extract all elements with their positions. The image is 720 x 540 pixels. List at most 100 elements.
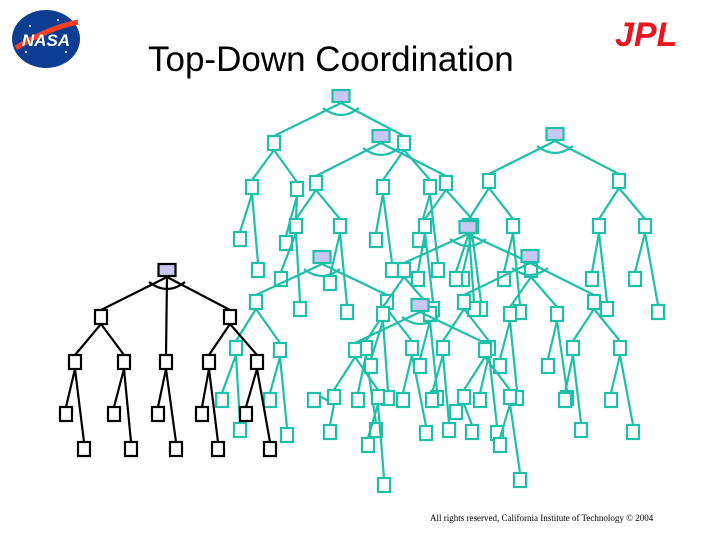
tree-node — [244, 178, 260, 196]
tree-edge — [235, 308, 257, 342]
tree-node — [418, 424, 434, 442]
tree-node — [375, 178, 391, 196]
tree-node — [194, 405, 210, 423]
tree-node — [289, 180, 305, 198]
tree-node — [612, 339, 628, 357]
tree-node — [549, 305, 565, 323]
tree-node — [502, 388, 518, 406]
tree-edge — [424, 189, 447, 220]
tree-edge — [333, 356, 356, 391]
tree-edge — [315, 142, 382, 177]
tree-edge — [508, 320, 519, 392]
tree-node — [248, 293, 264, 311]
tree-edge — [376, 403, 386, 479]
tree-edge — [207, 368, 220, 443]
tree-node — [368, 231, 384, 249]
tree-edge — [208, 323, 231, 356]
tree-node — [448, 270, 464, 288]
tree-node — [395, 391, 411, 409]
tree-node — [158, 353, 174, 371]
tree-node — [565, 339, 581, 357]
tree-edge — [244, 368, 259, 408]
tree-edge — [294, 195, 299, 220]
tree-edge — [463, 356, 486, 391]
tree-node — [332, 217, 348, 235]
tree-node — [339, 303, 355, 321]
tree-node — [573, 421, 589, 439]
tree-edge — [273, 102, 342, 137]
tree-node — [584, 270, 600, 288]
tree-edge — [442, 308, 465, 342]
tree-edge — [73, 368, 86, 443]
copyright-footer: All rights reserved, California Institut… — [430, 513, 654, 523]
tree-edge — [430, 354, 445, 394]
tree-edge — [468, 187, 490, 220]
tree-edge — [100, 323, 125, 356]
tree-edge — [463, 308, 490, 342]
tree-node — [106, 405, 122, 423]
tree-edge — [122, 368, 133, 443]
tree-node — [58, 405, 74, 423]
tree-edge — [100, 276, 168, 311]
tree-edge — [618, 354, 635, 426]
tree-edge — [284, 195, 299, 237]
tree-node — [116, 353, 132, 371]
tree-edge — [618, 187, 646, 220]
tree-node — [417, 217, 433, 235]
tree-node — [438, 174, 454, 192]
tree-node — [306, 391, 322, 409]
tree-node — [347, 341, 363, 359]
tree-node — [477, 341, 493, 359]
tree-edge — [484, 356, 511, 391]
tree-node — [67, 353, 83, 371]
tree-edge — [374, 193, 385, 234]
tree-node — [502, 305, 518, 323]
tree-edge — [164, 276, 169, 356]
tree-node — [448, 403, 464, 421]
tree-node — [586, 293, 602, 311]
tree-node — [384, 261, 400, 279]
tree-node — [603, 391, 619, 409]
tree-edge — [462, 403, 474, 426]
tree-node — [123, 440, 139, 458]
tree-edge — [294, 232, 302, 303]
tree-edge — [546, 320, 559, 360]
tree-node — [214, 391, 230, 409]
tree-edge — [354, 356, 379, 391]
root-node — [371, 128, 391, 144]
tree-edge — [278, 356, 289, 429]
tree-edge — [369, 320, 385, 360]
tree-edge — [571, 354, 583, 424]
tree-edge — [454, 232, 471, 273]
teal-forest — [214, 88, 666, 494]
tree-edge — [295, 189, 317, 220]
tree-edge — [530, 276, 558, 308]
tree-edge — [164, 368, 178, 443]
tree-node — [611, 172, 627, 190]
tree-edge — [554, 140, 620, 175]
svg-text:JPL: JPL — [615, 16, 677, 50]
tree-node — [557, 391, 573, 409]
tree-node — [410, 270, 426, 288]
tree-edge — [403, 149, 431, 181]
tree-node — [412, 357, 428, 375]
tree-node — [456, 388, 472, 406]
tree-edge — [340, 102, 405, 137]
tree-edge — [572, 308, 595, 342]
tree-node — [422, 178, 438, 196]
tree-edge — [609, 354, 622, 394]
root-node — [520, 248, 540, 264]
svg-text:NASA: NASA — [22, 31, 70, 50]
tree-node — [396, 134, 412, 152]
tree-node — [435, 339, 451, 357]
tree-node — [262, 391, 278, 409]
tree-node — [201, 353, 217, 371]
root-node — [545, 126, 565, 142]
tree-node — [591, 217, 607, 235]
tree-node — [238, 405, 254, 423]
tree-node — [625, 423, 641, 441]
tree-node — [150, 405, 166, 423]
tree-node — [363, 357, 379, 375]
tree-edge — [423, 232, 435, 303]
tree-edge — [338, 232, 349, 306]
